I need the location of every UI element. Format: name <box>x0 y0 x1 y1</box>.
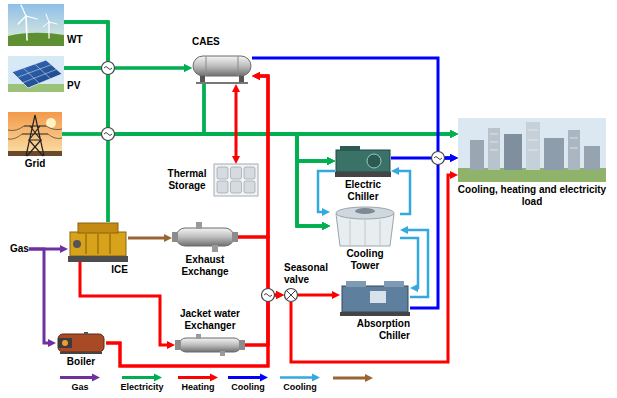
component-label: Jacket water Exchanger <box>174 308 246 332</box>
component-node: Cooling Tower <box>330 206 400 246</box>
flow-connector <box>318 171 335 212</box>
flow-connector <box>235 89 238 159</box>
legend-item: Heating <box>178 373 218 392</box>
flow-connector <box>64 67 187 70</box>
component-label: CAES <box>192 36 220 48</box>
solar-panel-picture <box>8 56 64 92</box>
flow-connector <box>108 134 330 222</box>
component-node: Absorption Chiller <box>340 280 410 316</box>
jacket-water-exchanger-picture <box>175 334 245 356</box>
legend-label: Electricity <box>120 382 163 392</box>
component-label: Gas <box>10 243 29 255</box>
component-label: Grid <box>25 158 46 170</box>
component-label: Seasonal valve <box>284 262 334 286</box>
flow-connector <box>80 262 170 345</box>
flow-connector <box>410 158 453 308</box>
component-node: PV <box>8 56 64 92</box>
legend-arrow <box>60 373 100 382</box>
caes-tank-picture <box>193 56 251 84</box>
component-label: ICE <box>111 264 128 276</box>
flow-connector <box>106 295 279 366</box>
mixer-mark <box>104 67 442 300</box>
component-node: CAES <box>192 50 252 84</box>
absorption-chiller-picture <box>340 281 410 316</box>
component-node: Jacket water Exchanger <box>175 334 245 356</box>
flow-connector <box>62 134 330 161</box>
flow-connector <box>204 84 330 161</box>
component-node: Gas <box>10 243 29 255</box>
flow-connector <box>405 230 428 297</box>
flow-connector <box>108 134 325 226</box>
wind-turbine-picture <box>8 4 64 46</box>
flow-connector <box>62 133 453 136</box>
flow-connector <box>400 238 418 288</box>
thermal-storage-picture <box>214 164 258 196</box>
flow-connector <box>391 157 453 160</box>
flow-connector <box>106 76 268 366</box>
component-label: Exhaust Exchange <box>177 254 233 278</box>
component-node: Grid <box>8 112 62 156</box>
legend-arrow <box>178 373 218 382</box>
component-label: Thermal Storage <box>164 168 210 192</box>
component-label: Electric Chiller <box>340 179 386 203</box>
boiler-picture <box>58 332 104 354</box>
legend-label: Cooling <box>231 382 265 392</box>
legend-item: Electricity <box>122 373 162 392</box>
flow-connector <box>64 22 187 68</box>
legend-item: Cooling <box>280 373 320 392</box>
flow-connector <box>64 68 453 134</box>
component-node: WT <box>8 4 64 46</box>
city-load-picture <box>458 118 606 182</box>
flow-connector <box>29 248 63 251</box>
component-label: Boiler <box>67 356 95 368</box>
legend-item: Gas <box>60 373 100 392</box>
flow-connector <box>204 84 325 226</box>
flow-connector <box>396 171 410 214</box>
component-label: Absorption Chiller <box>348 318 410 342</box>
flow-connector <box>245 295 279 345</box>
flow-connector <box>64 68 330 161</box>
legend-arrow <box>228 373 268 382</box>
flow-connector <box>64 22 330 161</box>
component-label: PV <box>67 80 80 92</box>
legend-arrow <box>122 373 162 382</box>
power-grid-picture <box>8 112 62 156</box>
flow-connector <box>238 76 268 237</box>
legend-label: Cooling <box>283 382 317 392</box>
flow-connector <box>29 249 51 343</box>
component-node: Exhaust Exchange <box>172 222 238 252</box>
flow-connector <box>298 294 335 297</box>
flow-connector <box>245 76 268 345</box>
component-label: WT <box>67 34 83 46</box>
flow-connector <box>108 134 453 222</box>
component-label: Cooling, heating and electricity load <box>454 184 610 208</box>
component-node: Cooling, heating and electricity load <box>458 118 606 182</box>
legend-label: Gas <box>71 382 88 392</box>
legend-item: Cooling <box>228 373 268 392</box>
flow-connector <box>204 84 453 134</box>
cooling-tower-picture <box>336 207 394 246</box>
flow-connector <box>62 134 325 226</box>
flow-connector <box>252 58 453 158</box>
flow-connector <box>238 237 279 295</box>
exhaust-exchanger-picture <box>172 222 238 252</box>
electric-chiller-picture <box>335 146 391 177</box>
flow-connector <box>128 237 167 240</box>
flow-connector <box>64 22 453 134</box>
flow-connector <box>64 22 325 226</box>
component-label: Cooling Tower <box>342 248 388 272</box>
component-node: Electric Chiller <box>335 145 391 177</box>
component-node: Seasonal valve <box>284 288 298 302</box>
component-node: ICE <box>68 222 128 262</box>
legend-arrow <box>280 373 320 382</box>
component-node: Boiler <box>56 332 106 354</box>
legend-arrow <box>333 374 373 382</box>
mixer-symbol <box>102 62 445 302</box>
flow-connector <box>64 68 325 226</box>
legend-label: Heating <box>181 382 214 392</box>
component-node: Thermal Storage <box>214 164 258 196</box>
engine-picture <box>68 223 128 262</box>
